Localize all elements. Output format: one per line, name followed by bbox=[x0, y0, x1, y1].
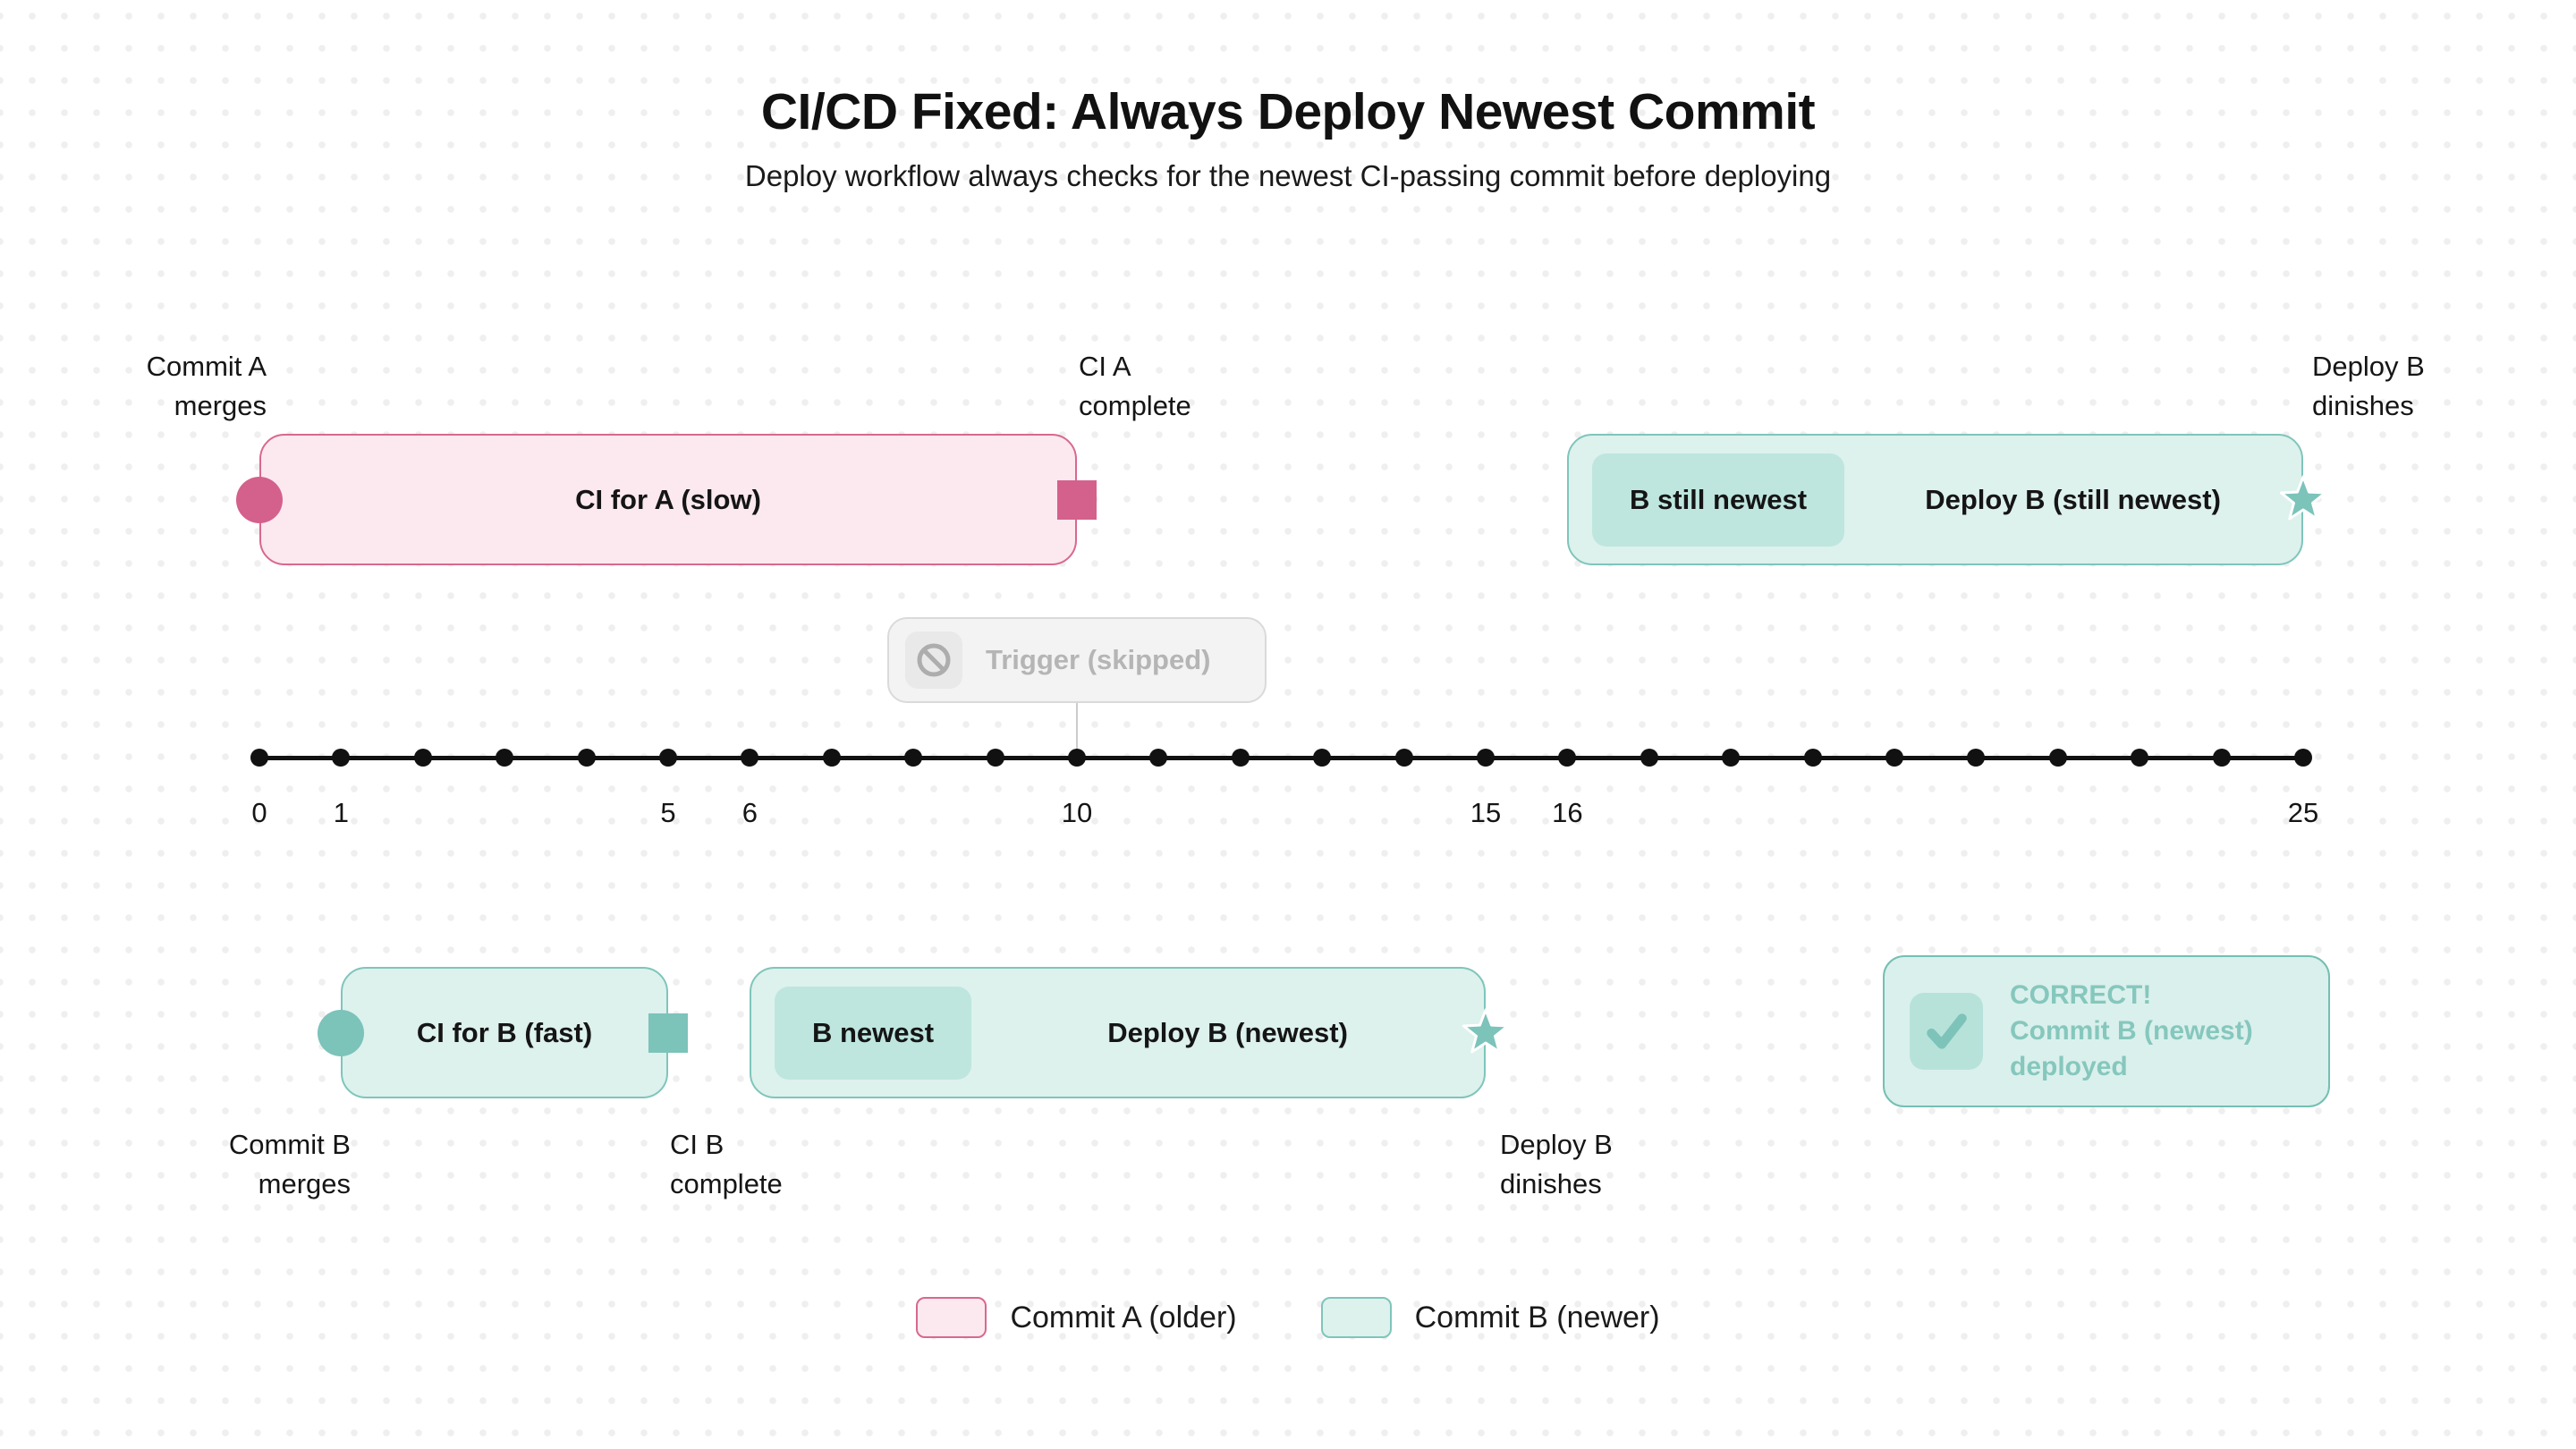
timeline-dot bbox=[1313, 749, 1332, 767]
label-line: merges bbox=[174, 390, 267, 421]
status-badge: B still newest bbox=[1592, 453, 1845, 547]
label-line: merges bbox=[258, 1168, 351, 1199]
label-line: dinishes bbox=[2312, 390, 2414, 421]
timeline-dot bbox=[413, 749, 432, 767]
timeline-tick-label: 16 bbox=[1552, 797, 1583, 828]
span-label: Deploy B (still newest) bbox=[1925, 483, 2221, 515]
page-subtitle: Deploy workflow always checks for the ne… bbox=[744, 159, 1832, 192]
label-line: complete bbox=[670, 1168, 783, 1199]
timeline-axis bbox=[259, 756, 2303, 760]
timeline-dot bbox=[2131, 749, 2149, 767]
span-deploy-b-newest: B newest Deploy B (newest) bbox=[750, 967, 1486, 1098]
span-label: Deploy B (newest) bbox=[1107, 1016, 1348, 1048]
legend-label: Commit A (older) bbox=[1010, 1300, 1237, 1335]
span-deploy-b-still-newest: B still newest Deploy B (still newest) bbox=[1567, 434, 2303, 565]
timeline-dot bbox=[2212, 749, 2231, 767]
timeline-dot bbox=[2048, 749, 2067, 767]
label-deploy-b-finishes-top: Deploy B dinishes bbox=[2312, 347, 2425, 426]
label-commit-a-merges: Commit A merges bbox=[147, 347, 267, 426]
timeline-tick-label: 10 bbox=[1061, 797, 1093, 828]
timeline-dot bbox=[1722, 749, 1741, 767]
span-label: CI for A (slow) bbox=[575, 483, 761, 515]
page-title: CI/CD Fixed: Always Deploy Newest Commit bbox=[760, 83, 1816, 140]
ci-a-complete-marker-square bbox=[1057, 480, 1097, 520]
legend-item-commit-b: Commit B (newer) bbox=[1320, 1297, 1660, 1338]
commit-a-marker-circle bbox=[236, 477, 283, 523]
timeline-tick-label: 5 bbox=[660, 797, 676, 828]
trigger-label: Trigger (skipped) bbox=[986, 644, 1211, 675]
result-line: deployed bbox=[2010, 1052, 2128, 1081]
legend-swatch-teal bbox=[1320, 1297, 1392, 1338]
timeline-tick-label: 25 bbox=[2287, 797, 2319, 828]
status-badge: B newest bbox=[775, 986, 972, 1080]
timeline-dot bbox=[1149, 749, 1168, 767]
ban-icon bbox=[905, 631, 962, 689]
timeline-dot bbox=[741, 749, 759, 767]
deploy-finish-marker-star bbox=[1462, 1008, 1510, 1054]
timeline-dot bbox=[1558, 749, 1577, 767]
legend-swatch-pink bbox=[916, 1297, 987, 1338]
check-icon bbox=[1910, 993, 1983, 1070]
timeline-dot bbox=[1640, 749, 1658, 767]
label-ci-b-complete: CI B complete bbox=[670, 1125, 783, 1204]
timeline-dot bbox=[1394, 749, 1413, 767]
span-ci-for-b: CI for B (fast) bbox=[341, 967, 668, 1098]
deploy-finish-marker-star bbox=[2279, 475, 2327, 521]
timeline-dot bbox=[904, 749, 923, 767]
timeline-dot bbox=[1967, 749, 1986, 767]
result-line: CORRECT! bbox=[2010, 980, 2152, 1010]
timeline-tick-label: 6 bbox=[741, 797, 758, 828]
label-line: Deploy B bbox=[1500, 1129, 1613, 1160]
label-line: CI B bbox=[670, 1129, 724, 1160]
timeline-dot bbox=[659, 749, 677, 767]
timeline-dot bbox=[822, 749, 841, 767]
timeline-dot bbox=[1231, 749, 1250, 767]
label-line: complete bbox=[1079, 390, 1191, 421]
timeline-dot bbox=[986, 749, 1004, 767]
timeline-dot bbox=[250, 749, 268, 767]
result-line: Commit B (newest) bbox=[2010, 1016, 2253, 1046]
label-line: dinishes bbox=[1500, 1168, 1602, 1199]
span-label: CI for B (fast) bbox=[416, 1016, 593, 1048]
label-line: CI A bbox=[1079, 351, 1131, 382]
legend-label: Commit B (newer) bbox=[1414, 1300, 1660, 1335]
result-correct-box: CORRECT! Commit B (newest) deployed bbox=[1883, 955, 2330, 1107]
timeline-tick-label: 0 bbox=[251, 797, 267, 828]
label-line: Commit B bbox=[228, 1129, 351, 1160]
commit-b-marker-circle bbox=[318, 1010, 364, 1056]
result-text: CORRECT! Commit B (newest) deployed bbox=[2010, 978, 2253, 1085]
label-line: Commit A bbox=[146, 351, 267, 382]
trigger-connector-line bbox=[1076, 703, 1078, 758]
legend-item-commit-a: Commit A (older) bbox=[916, 1297, 1237, 1338]
span-ci-for-a: CI for A (slow) bbox=[259, 434, 1077, 565]
timeline-dot bbox=[332, 749, 351, 767]
timeline-dot bbox=[1885, 749, 1903, 767]
legend: Commit A (older) Commit B (newer) bbox=[0, 1297, 2576, 1338]
timeline-tick-label: 1 bbox=[333, 797, 350, 828]
timeline-dot bbox=[2294, 749, 2312, 767]
timeline-dot bbox=[577, 749, 596, 767]
ci-b-complete-marker-square bbox=[648, 1013, 688, 1053]
label-commit-b-merges: Commit B merges bbox=[229, 1125, 351, 1204]
timeline-dot bbox=[1477, 749, 1495, 767]
timeline-dot bbox=[496, 749, 514, 767]
timeline-dot bbox=[1803, 749, 1822, 767]
label-deploy-b-finishes-bottom: Deploy B dinishes bbox=[1500, 1125, 1613, 1204]
trigger-skipped-box: Trigger (skipped) bbox=[887, 617, 1267, 703]
label-line: Deploy B bbox=[2312, 351, 2425, 382]
timeline-tick-label: 15 bbox=[1470, 797, 1502, 828]
timeline-dot bbox=[1068, 749, 1086, 767]
label-ci-a-complete: CI A complete bbox=[1079, 347, 1191, 426]
